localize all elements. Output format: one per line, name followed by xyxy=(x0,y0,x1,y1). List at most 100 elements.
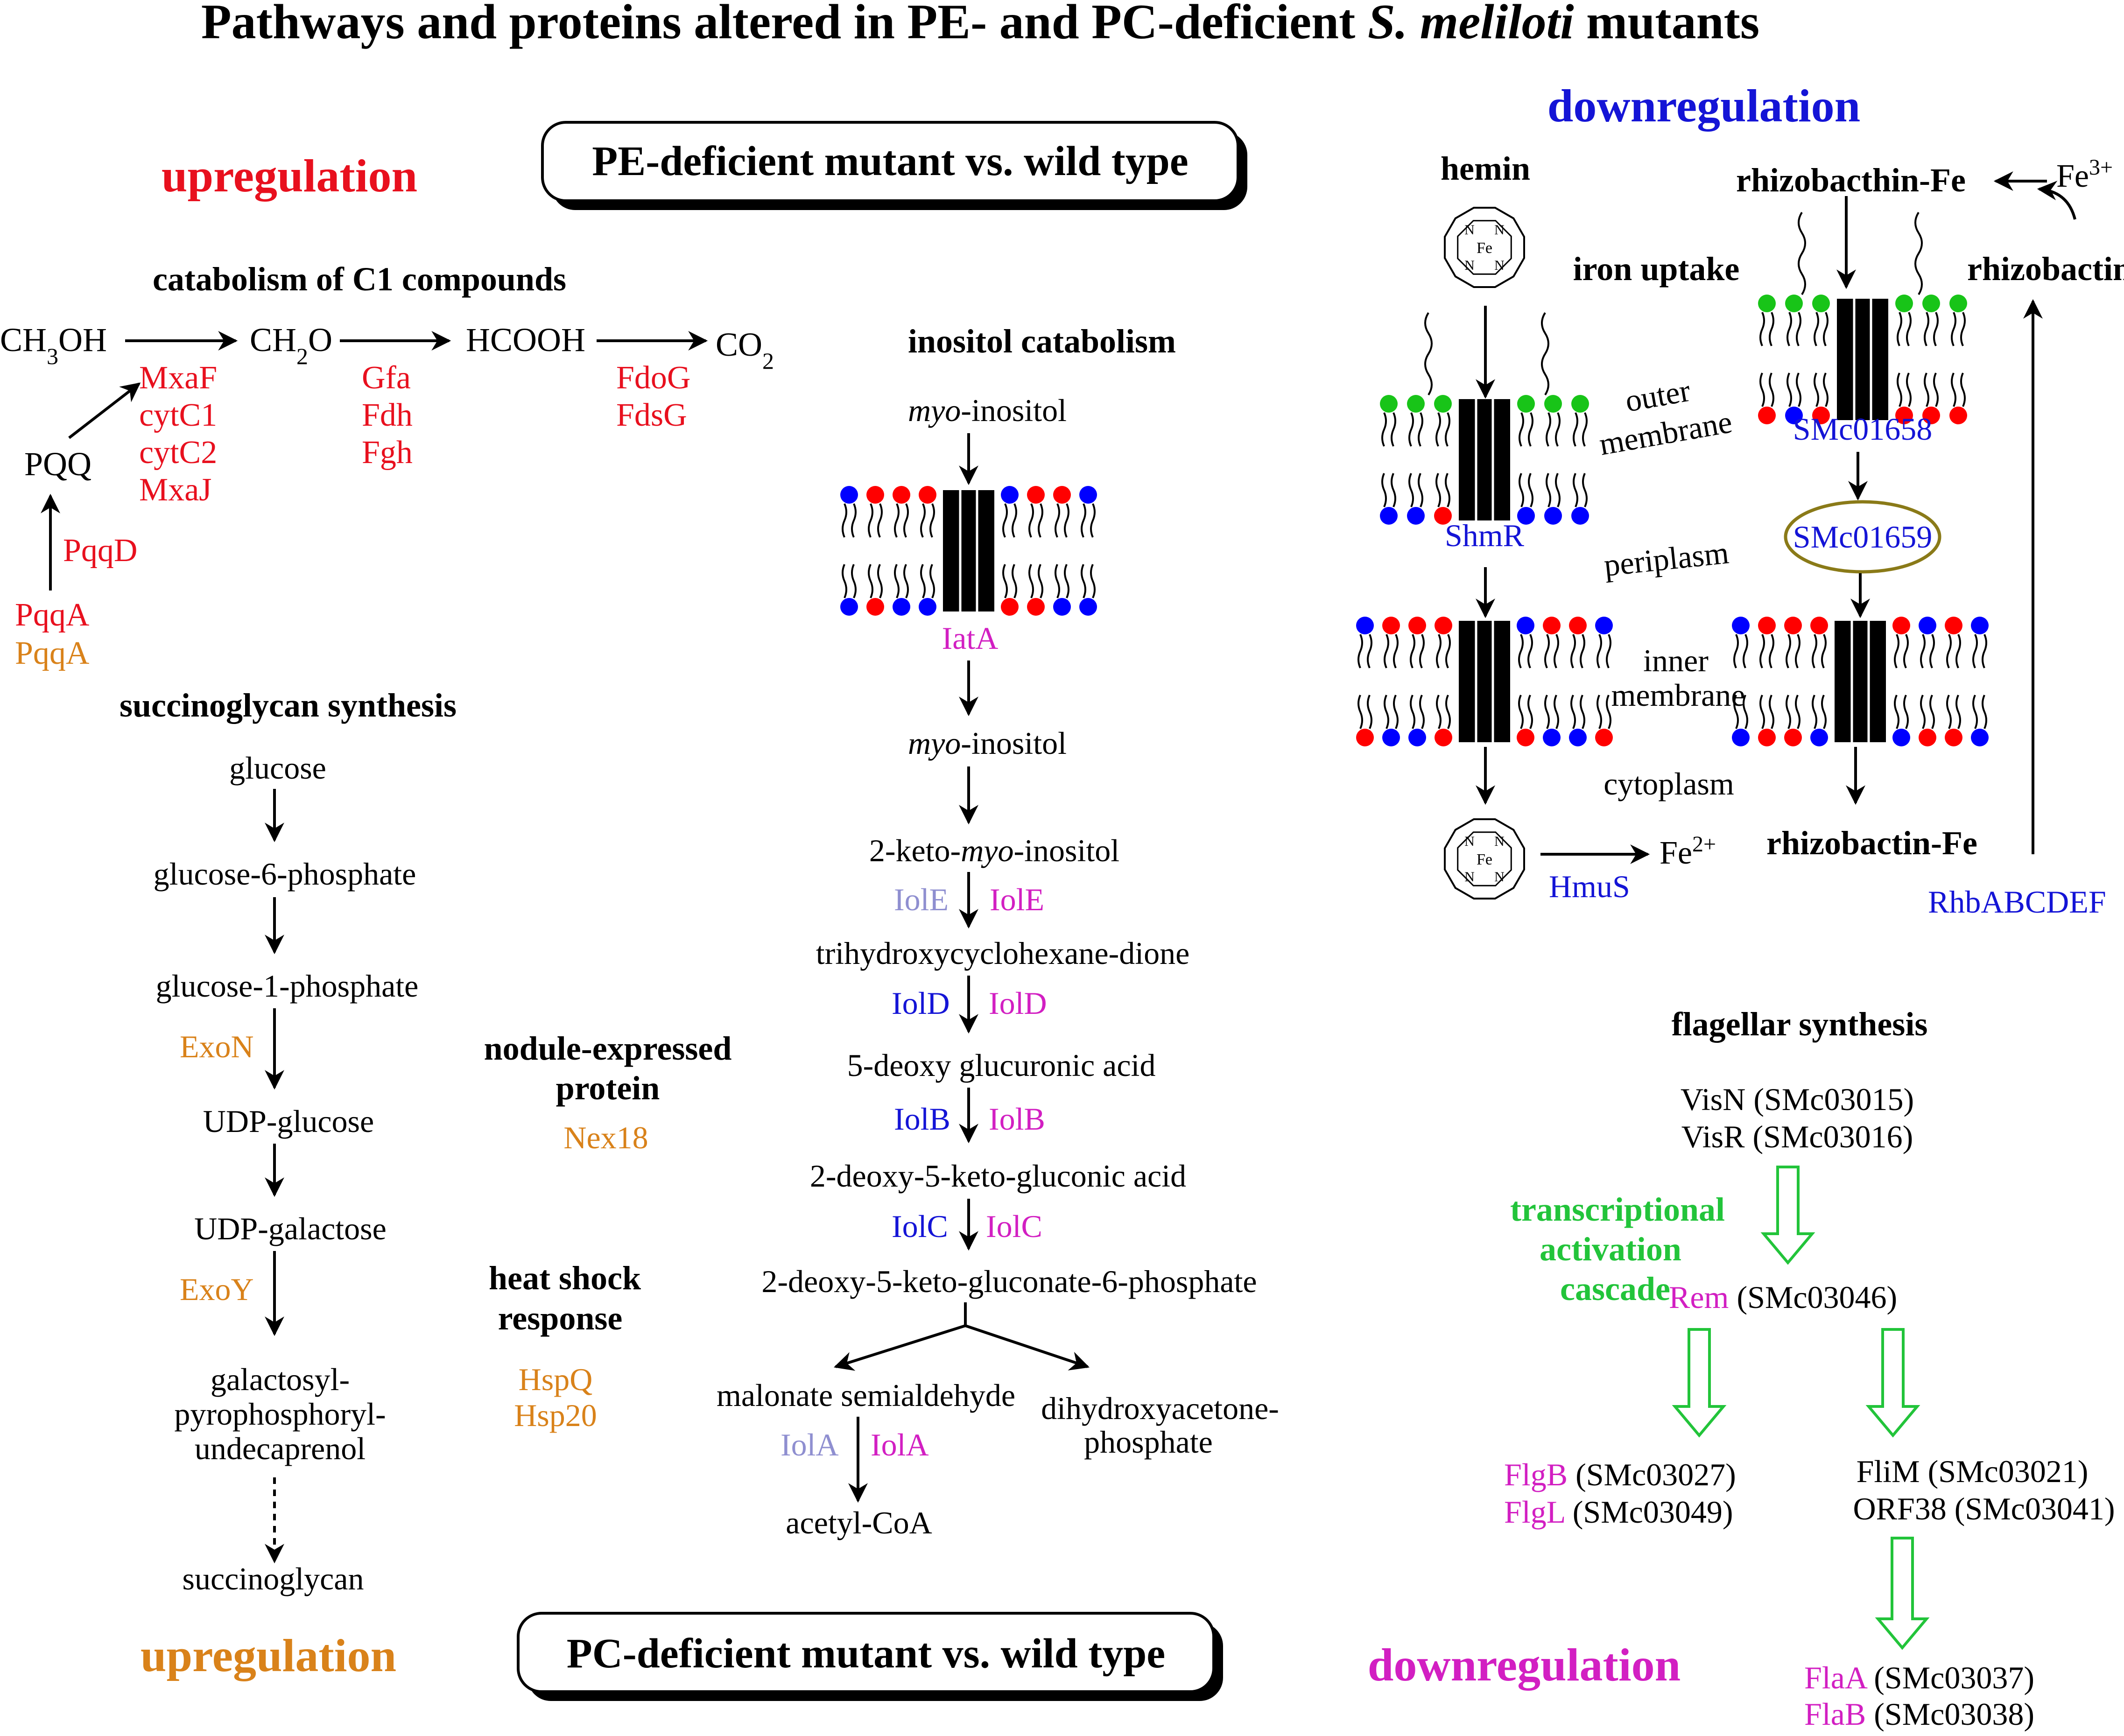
enzyme-gfa: Gfa xyxy=(362,360,411,396)
methanol-label: CH3OH xyxy=(0,321,107,369)
lipid-head xyxy=(1919,729,1936,746)
protein-hspq: HspQ xyxy=(519,1362,593,1397)
lipid-head xyxy=(1895,407,1913,424)
glucose-1-phosphate-label: glucose-1-phosphate xyxy=(156,968,419,1004)
periplasm-label: periplasm xyxy=(1602,534,1730,583)
lipid-head xyxy=(1408,729,1426,746)
lipid-head xyxy=(1382,729,1400,746)
lipid-head xyxy=(1053,486,1071,504)
transporter-protein xyxy=(1835,621,1886,742)
lipid-head xyxy=(1356,617,1374,634)
dhap-label-line2: phosphate xyxy=(1084,1424,1213,1460)
rhizobactin-fe-bottom-label: rhizobactin-Fe xyxy=(1766,824,1977,862)
nodule-protein-group: nodule-expressed protein Nex18 xyxy=(484,1030,732,1155)
udp-glucose-label: UDP-glucose xyxy=(203,1103,374,1139)
lipid-head xyxy=(1784,617,1802,634)
lipid-head xyxy=(1895,295,1913,312)
heme-iron-atom: Fe xyxy=(1477,851,1492,868)
myo-inositol-top: myo-inositol xyxy=(908,393,1067,428)
glucose-6-phosphate-label: glucose-6-phosphate xyxy=(154,856,416,892)
myo-inositol-bottom: myo-inositol xyxy=(908,725,1067,761)
lipid-head xyxy=(1434,395,1452,413)
lipid-head xyxy=(1380,507,1398,525)
enzyme-pqqd: PqqD xyxy=(63,533,137,569)
transporter-protein xyxy=(1459,621,1510,742)
c1-catabolism-pathway: catabolism of C1 compounds CH3OH CH2O HC… xyxy=(0,260,774,671)
protein-nex18: Nex18 xyxy=(563,1120,648,1155)
formaldehyde-label: CH2O xyxy=(250,321,332,369)
enzyme-iolc-a: IolC xyxy=(892,1209,948,1244)
galactosyl-label-line1: galactosyl- xyxy=(211,1362,350,1397)
gene-flgl: FlgL (SMc03049) xyxy=(1504,1494,1733,1530)
lipid-head xyxy=(1758,407,1776,424)
periplasmic-protein-ring xyxy=(1784,500,1941,574)
lipid-head xyxy=(1544,507,1562,525)
heme-nitrogen-atom: N xyxy=(1464,834,1475,849)
lipid-head xyxy=(1356,729,1374,746)
enzyme-iold-b: IolD xyxy=(989,985,1047,1021)
enzyme-iola-a: IolA xyxy=(781,1427,839,1462)
co2-label: CO2 xyxy=(716,326,774,374)
gene-visr: VisR (SMc03016) xyxy=(1681,1119,1913,1154)
lipid-head xyxy=(1810,729,1828,746)
lipid-head xyxy=(1517,617,1534,634)
heme-nitrogen-atom: N xyxy=(1494,834,1505,849)
malonate-semialdehyde-label: malonate semialdehyde xyxy=(717,1378,1015,1413)
heme-nitrogen-atom: N xyxy=(1494,222,1505,238)
lipid-head xyxy=(1812,295,1830,312)
lipid-head xyxy=(1922,407,1940,424)
rhizobactin-fe-top-label: rhizobacthin-Fe xyxy=(1736,162,1966,199)
enzyme-iolc-b: IolC xyxy=(986,1209,1042,1244)
lipid-head xyxy=(1784,729,1802,746)
enzyme-exon: ExoN xyxy=(180,1029,254,1064)
lipid-head xyxy=(1571,395,1589,413)
heme-nitrogen-atom: N xyxy=(1464,222,1475,238)
lipid-head xyxy=(1027,598,1045,616)
enzyme-fdsg: FdsG xyxy=(616,397,687,433)
pe-comparison-box: PE-deficient mutant vs. wild type xyxy=(541,121,1247,210)
enzyme-pqqa-pc: PqqA xyxy=(15,635,90,671)
lipid-head xyxy=(1569,729,1587,746)
lipid-head xyxy=(1380,395,1398,413)
lipid-head xyxy=(840,486,858,504)
nodule-title-line2: protein xyxy=(556,1069,660,1107)
fe2-label: Fe2+ xyxy=(1660,832,1716,872)
lipid-head xyxy=(1544,395,1562,413)
lipid-head xyxy=(1408,617,1426,634)
flagellar-section-title: flagellar synthesis xyxy=(1672,1005,1928,1043)
inner-membrane-label-line2: membrane xyxy=(1611,677,1745,713)
hemin-label: hemin xyxy=(1441,150,1530,187)
enzyme-exoy: ExoY xyxy=(180,1272,254,1307)
transporter-protein xyxy=(943,490,994,611)
c1-section-title: catabolism of C1 compounds xyxy=(153,260,566,298)
enzyme-iola-b: IolA xyxy=(871,1427,929,1462)
enzyme-fdh: Fdh xyxy=(362,397,413,433)
pe-upregulation-header: upregulation xyxy=(162,150,417,202)
rhizobactin-inner-membrane xyxy=(1732,617,1989,746)
lipid-head xyxy=(1945,729,1962,746)
lipid-head xyxy=(919,486,936,504)
pe-downregulation-header: downregulation xyxy=(1547,80,1861,132)
outer-membrane-label-line2: membrane xyxy=(1597,404,1735,462)
formate-label: HCOOH xyxy=(466,321,585,358)
lipid-head xyxy=(866,486,884,504)
cascade-label-line3: cascade xyxy=(1560,1270,1670,1307)
rhizobactin-label: rhizobactin xyxy=(1967,250,2124,288)
inner-membrane-label-line1: inner xyxy=(1643,643,1709,678)
lipid-head xyxy=(1758,617,1776,634)
cascade-arrow-rem-flim xyxy=(1865,1328,1920,1438)
lipid-head xyxy=(1027,486,1045,504)
lipid-head xyxy=(1949,295,1967,312)
enzyme-iole-b: IolE xyxy=(990,882,1044,917)
lipid-head xyxy=(1595,729,1613,746)
gene-visn: VisN (SMc03015) xyxy=(1681,1082,1914,1117)
lipid-head xyxy=(893,486,910,504)
lipid-head xyxy=(1785,407,1803,424)
inositol-transporter-membrane xyxy=(840,486,1097,616)
lipid-head xyxy=(1732,729,1750,746)
lipid-head xyxy=(1517,729,1534,746)
lipid-head xyxy=(1079,598,1097,616)
fe3-label: Fe3+ xyxy=(2056,155,2113,195)
